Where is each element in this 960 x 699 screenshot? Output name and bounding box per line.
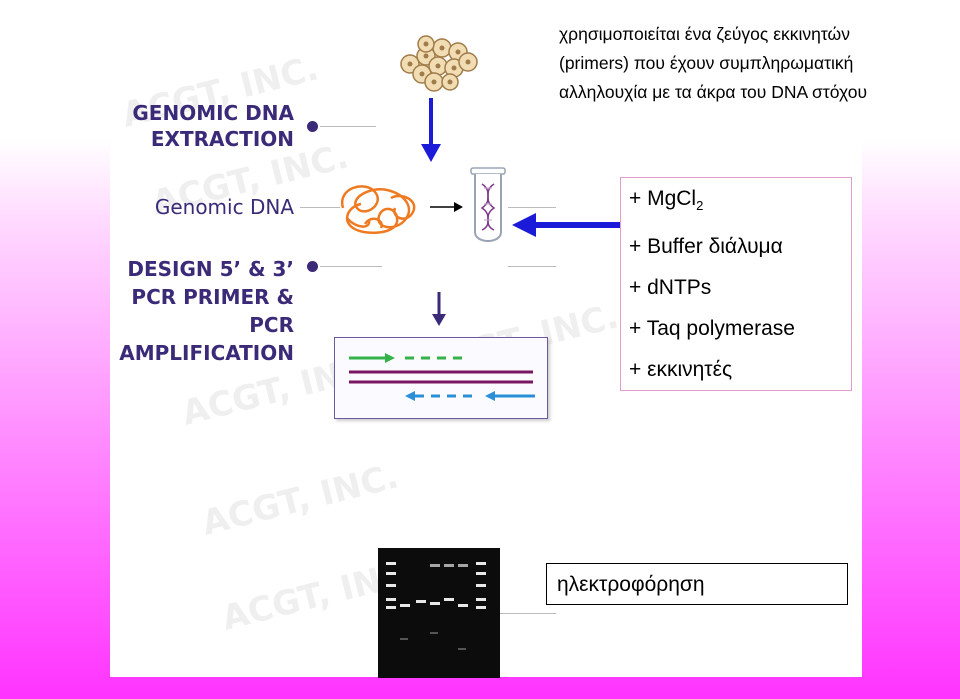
- amplification-arrow-icon: [432, 292, 446, 326]
- add-reagents-arrow-icon: [512, 213, 620, 237]
- reagent-dntps: + dNTPs: [629, 276, 712, 300]
- gel-bands-icon: [386, 562, 486, 650]
- electrophoresis-label: ηλεκτροφόρηση: [546, 563, 848, 605]
- reagents-box: + MgCl2 + Buffer διάλυμα + dNTPs + Taq p…: [620, 177, 852, 391]
- design-line-4: AMPLIFICATION: [119, 341, 294, 365]
- extraction-label: GENOMIC DNA EXTRACTION: [132, 100, 294, 152]
- genomic-dna-icon: [340, 185, 416, 235]
- reagent-mgcl2: + MgCl2: [621, 178, 851, 226]
- design-line-1: DESIGN 5’ & 3’: [127, 257, 294, 281]
- reagent-mgcl2-text: + MgCl: [629, 187, 697, 210]
- design-connector: [320, 266, 382, 267]
- pcr-primer-diagram: [334, 337, 548, 419]
- gel-image: [378, 548, 500, 678]
- design-line-3: PCR: [249, 313, 294, 337]
- tube-connector-lower: [508, 266, 556, 267]
- reagent-taq: + Taq polymerase: [629, 317, 795, 341]
- primer-description: χρησιμοποιείται ένα ζεύγος εκκινητών (pr…: [559, 20, 867, 107]
- design-line-2: PCR PRIMER &: [131, 285, 294, 309]
- primer-description-line-2: (primers) που έχουν συμπληρωματική: [559, 53, 854, 73]
- genomic-dna-connector: [300, 207, 340, 208]
- primer-strands-icon: [349, 353, 535, 401]
- design-dot: [307, 261, 318, 272]
- small-arrow-icon: [430, 202, 463, 212]
- down-arrow-icon: [421, 98, 441, 162]
- extraction-dot: [307, 121, 318, 132]
- design-amplification-label: DESIGN 5’ & 3’ PCR PRIMER & PCR AMPLIFIC…: [119, 255, 294, 367]
- gel-connector: [500, 613, 556, 614]
- reagent-mgcl2-subscript: 2: [696, 198, 704, 214]
- primer-description-line-1: χρησιμοποιείται ένα ζεύγος εκκινητών: [559, 24, 850, 44]
- reagent-primers: + εκκινητές: [629, 358, 733, 382]
- extraction-line-1: GENOMIC DNA: [132, 101, 294, 125]
- cells-icon: [400, 35, 478, 92]
- test-tube-icon: [470, 167, 506, 242]
- tube-connector: [508, 207, 556, 208]
- extraction-line-2: EXTRACTION: [150, 127, 294, 151]
- extraction-connector: [320, 126, 376, 127]
- primer-description-line-3: αλληλουχία με τα άκρα του DNA στόχου: [559, 82, 868, 102]
- reagent-buffer: + Buffer διάλυμα: [629, 235, 783, 259]
- genomic-dna-label: Genomic DNA: [154, 195, 294, 219]
